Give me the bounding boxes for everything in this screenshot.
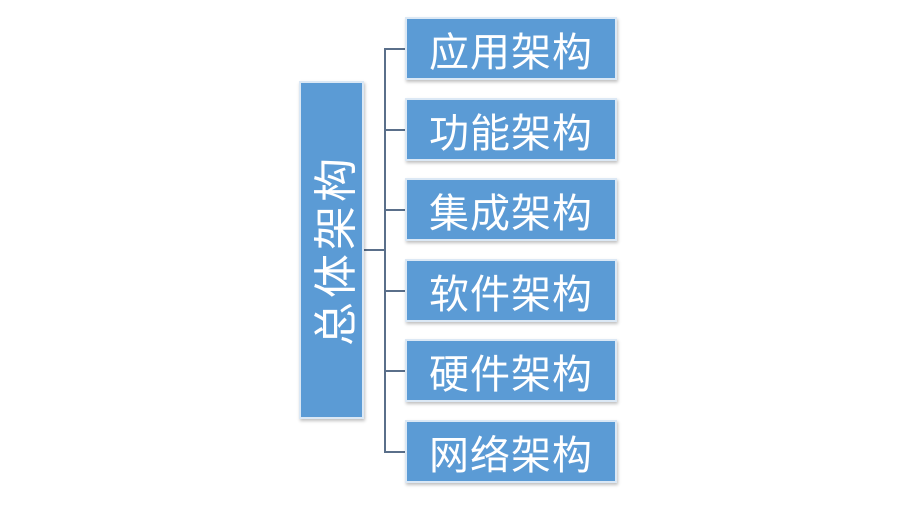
root-node: 总体架构: [299, 81, 364, 419]
child-label: 软件架构: [429, 271, 593, 318]
child-node-network: 网络架构: [405, 420, 617, 483]
child-node-software: 软件架构: [405, 259, 617, 322]
child-label: 网络架构: [429, 432, 593, 479]
child-label: 集成架构: [429, 190, 593, 237]
child-node-integration: 集成架构: [405, 178, 617, 241]
connector-trunk: [384, 48, 386, 452]
connector-branch: [384, 48, 405, 50]
child-label: 功能架构: [429, 110, 593, 157]
child-label: 应用架构: [429, 29, 593, 76]
connector-root: [364, 249, 385, 251]
child-node-hardware: 硬件架构: [405, 339, 617, 402]
child-node-application: 应用架构: [405, 17, 617, 80]
connector-branch: [384, 129, 405, 131]
child-label: 硬件架构: [429, 351, 593, 398]
connector-branch: [384, 209, 405, 211]
connector-branch: [384, 290, 405, 292]
connector-branch: [384, 370, 405, 372]
child-node-function: 功能架构: [405, 98, 617, 161]
connector-branch: [384, 451, 405, 453]
root-label: 总体架构: [310, 154, 362, 346]
